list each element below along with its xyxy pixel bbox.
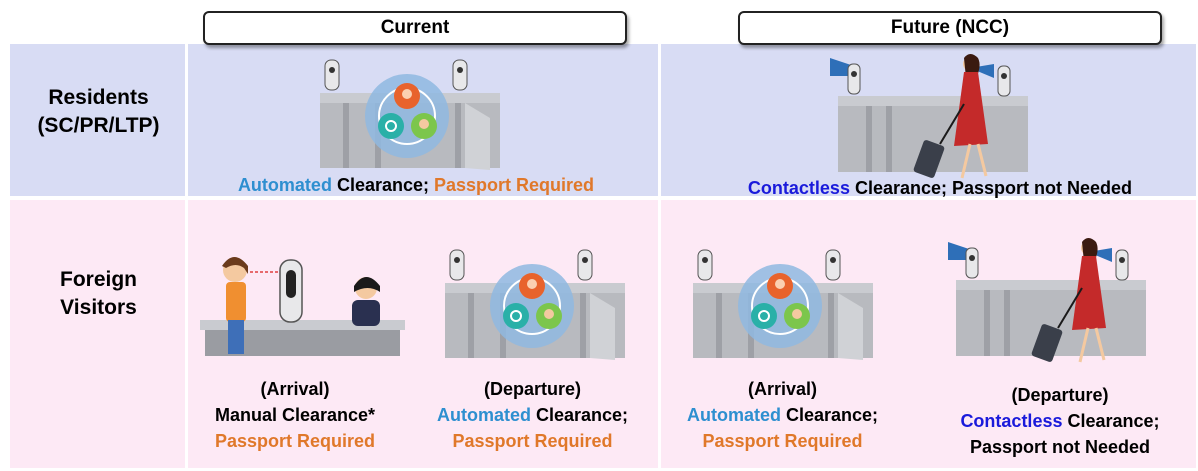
caption-res-future-rest: Clearance; Passport not Needed [849,178,1133,198]
caption-res-current-clearance: Clearance; [331,175,434,195]
automated-gate-illustration [320,59,500,170]
caption-fv-dep-cur-clearance: Clearance; [530,405,629,425]
row-label-foreign-visitors: Foreign Visitors [16,266,181,322]
automated-gate-illustration-departure-current [445,249,625,360]
caption-fv-dep-fut-passport: Passport not Needed [969,437,1151,457]
caption-fv-arr-cur-arrival: (Arrival) [260,379,330,399]
caption-fv-arr-cur-manual: Manual Clearance* [214,405,376,425]
header-current-label: Current [380,17,450,38]
caption-fv-dep-cur-automated: Automated [436,405,531,425]
caption-fv-dep-fut-departure: (Departure) [1011,385,1109,405]
contactless-gate-illustration-departure-future [948,238,1146,363]
automated-gate-illustration-arrival-future [693,249,873,360]
caption-fv-dep-cur-passport: Passport Required [452,431,613,451]
row-label-residents: Residents (SC/PR/LTP) [16,84,181,140]
row-label-residents-line2: (SC/PR/LTP) [37,114,160,137]
caption-fv-arr-fut-automated: Automated [686,405,781,425]
row-label-foreign-line1: Foreign [60,268,137,291]
caption-fv-dep-cur-departure: (Departure) [483,379,581,399]
caption-fv-dep-fut-contactless: Contactless [960,411,1063,431]
caption-fv-arr-cur-passport: Passport Required [214,431,376,451]
row-label-foreign-line2: Visitors [60,296,137,319]
caption-foreign-departure-future: (Departure) Contactless Clearance; Passp… [930,382,1190,460]
row-label-residents-line1: Residents [48,86,149,109]
caption-fv-arr-fut-clearance: Clearance; [780,405,879,425]
contactless-gate-illustration [830,54,1028,179]
caption-res-current-passport: Passport Required [434,175,595,195]
column-divider-current-future [658,44,661,468]
caption-fv-dep-fut-clearance: Clearance; [1062,411,1160,431]
header-future-label: Future (NCC) [890,17,1010,38]
caption-residents-future: Contactless Clearance; Passport not Need… [690,175,1190,201]
caption-foreign-departure-current: (Departure) Automated Clearance; Passpor… [410,376,655,454]
caption-foreign-arrival-current: (Arrival) Manual Clearance* Passport Req… [190,376,400,454]
manual-clearance-illustration [200,257,405,356]
caption-res-future-contactless: Contactless [747,178,850,198]
caption-fv-arr-fut-passport: Passport Required [702,431,863,451]
column-divider-label [185,44,188,468]
header-future: Future (NCC) [738,11,1162,45]
caption-residents-current: Automated Clearance; Passport Required [194,172,638,198]
caption-res-current-automated: Automated [237,175,332,195]
caption-fv-arr-fut-arrival: (Arrival) [747,379,818,399]
header-current: Current [203,11,627,45]
caption-foreign-arrival-future: (Arrival) Automated Clearance; Passport … [660,376,905,454]
